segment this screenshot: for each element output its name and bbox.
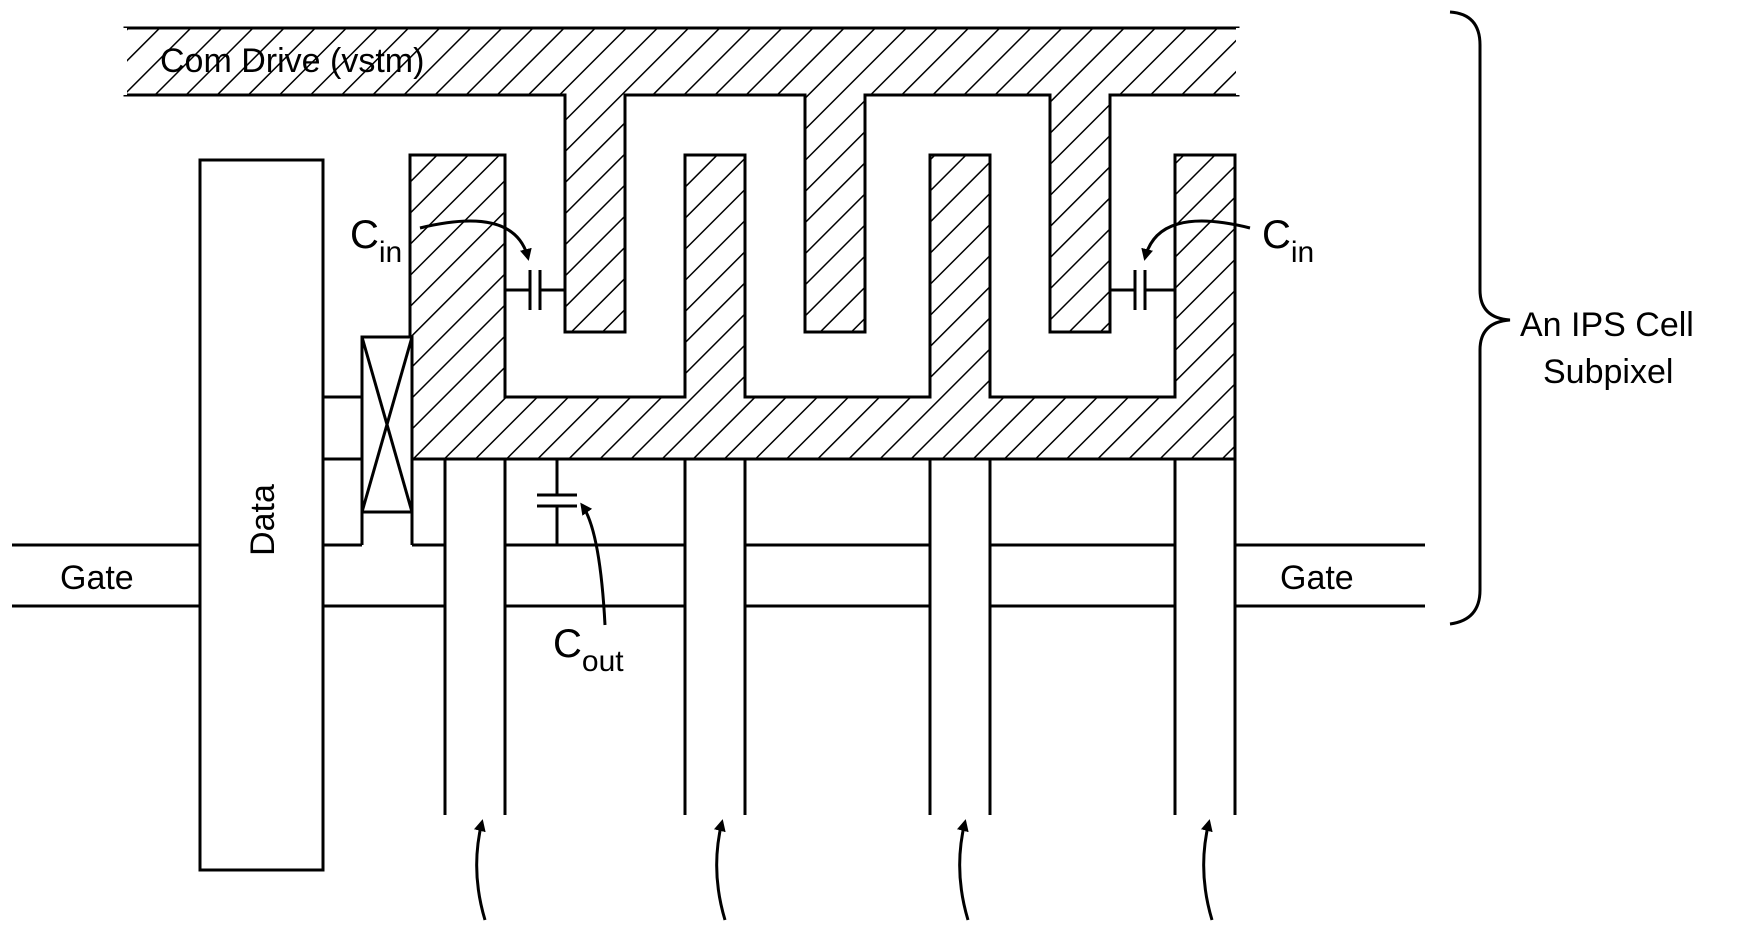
pixel-electrode-leads [443,459,1237,815]
cell-label-line1: An IPS Cell [1520,306,1694,344]
cell-label-line2: Subpixel [1543,353,1673,391]
cin-right-arrow [1141,219,1251,261]
cin-right-capacitor [1110,270,1175,310]
data-line [198,158,325,872]
cout-arrow [580,502,607,626]
cin-left-arrow [419,219,532,261]
tft-switch [360,335,414,545]
gate-line [12,543,1425,608]
com-drive-electrode [123,26,1240,334]
cin-left-capacitor [505,270,565,310]
data-label: Data [244,484,282,556]
pixel-electrode [408,153,1237,461]
cin-right-label: Cin [1262,213,1314,269]
subpixel-brace [1449,10,1511,626]
cin-left-label: Cin [350,213,402,269]
cout-capacitor [537,459,577,545]
electrode-pointer-arrows [473,819,1214,921]
gate-label-left: Gate [60,559,134,597]
cout-label: Cout [553,622,624,678]
gate-label-right: Gate [1280,559,1354,597]
com-drive-label: Com Drive (vstm) [160,42,424,80]
